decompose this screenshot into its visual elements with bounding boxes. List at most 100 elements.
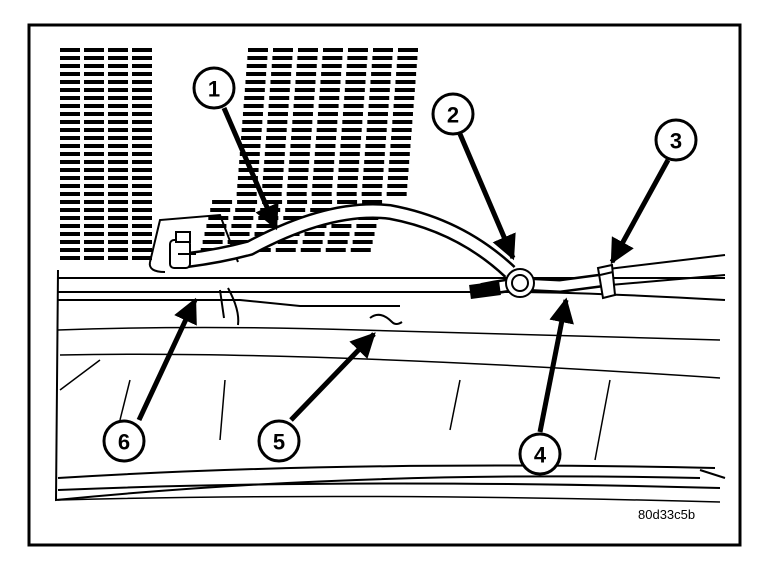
grille-slat [84,144,104,148]
grille-slat [372,56,393,60]
grille-slat [84,192,104,196]
grille-slat [392,112,413,116]
grille-slat [348,48,368,52]
grille-slat [262,176,283,180]
grille-slat [245,80,266,84]
grille-slat [310,208,331,212]
grille-slat [344,88,365,92]
grille-slat [132,72,152,76]
grille-slat [60,200,80,204]
grille-slat [297,56,318,60]
grille-slat [292,112,313,116]
grille-slat [262,200,283,204]
grille-slat [108,152,128,156]
grille-slat [236,192,257,196]
grille-slat [108,232,128,236]
callout-6: 6 [102,419,146,463]
grille-slat [346,72,367,76]
grille-slat [337,176,358,180]
grille-slat [60,72,80,76]
grille-slat [243,104,264,108]
grille-slat [132,128,152,132]
grille-slat [132,48,152,52]
grille-slat [261,192,282,196]
callout-1-label: 1 [208,77,220,102]
grille-slat [84,200,104,204]
grille-slat [373,48,393,52]
grille-slat [338,168,359,172]
grille-slat [132,224,152,228]
grille-slat [132,80,152,84]
grille-slat [132,256,152,260]
grille-slat [370,80,391,84]
callout-4: 4 [518,432,562,476]
grille-slat [277,240,298,244]
grille-slat [108,240,128,244]
grille-slat [60,240,80,244]
grille-slat [60,168,80,172]
grille-slat [108,120,128,124]
grille-slat [320,80,341,84]
grille-slat [132,104,152,108]
grille-slat [396,72,417,76]
grille-slat [367,120,388,124]
grille-slat [315,144,336,148]
grille-slat [287,176,308,180]
grille-slat [329,232,350,236]
grille-slat [84,96,104,100]
grille-slat [266,136,287,140]
grille-slat [108,112,128,116]
grille-slat [321,64,342,68]
nozzle-fitting [169,231,196,269]
grille-slat [132,176,152,180]
grille-slat [321,72,342,76]
grille-slat [263,168,284,172]
grille-slat [132,88,152,92]
leader-4 [537,297,574,433]
grille-slat [312,176,333,180]
grille-slat [132,152,152,156]
grille-slat [237,200,258,204]
grille-slat [354,232,375,236]
grille-slat [248,48,268,52]
grille-slat [339,160,360,164]
grille-slat [386,192,407,196]
grille-slat [108,96,128,100]
grille-slat [60,64,80,68]
grille-slat [264,160,285,164]
callout-2-label: 2 [447,103,459,128]
grille-slat [316,136,337,140]
grille-slat [84,232,104,236]
grille-slat [84,56,104,60]
grille-slat [267,120,288,124]
leader-3 [609,158,671,265]
grille-slat [371,72,392,76]
grille-slat [364,152,385,156]
grille-slat [340,144,361,148]
grille-slat [84,216,104,220]
grille-slat [292,120,313,124]
grille-slat [319,96,340,100]
grille-slat [212,200,233,204]
grille-slat [60,224,80,228]
grille-slat [246,64,267,68]
grille-slat [367,112,388,116]
grille-slat [246,72,267,76]
grille-slat [108,256,128,260]
grille-slat [352,240,373,244]
grille-slat [391,128,412,132]
grille-slat [108,128,128,132]
grille-slat [343,104,364,108]
grille-slat [294,96,315,100]
grille-slat [132,96,152,100]
grille-slat [287,184,308,188]
grille-slat [313,168,334,172]
grille-slat [396,64,417,68]
grille-slat [336,192,357,196]
grille-slat [316,128,337,132]
grille-slat [108,192,128,196]
grille-slat [204,232,225,236]
grille-slat [322,56,343,60]
grille-slat [314,152,335,156]
grille-slat [60,216,80,220]
